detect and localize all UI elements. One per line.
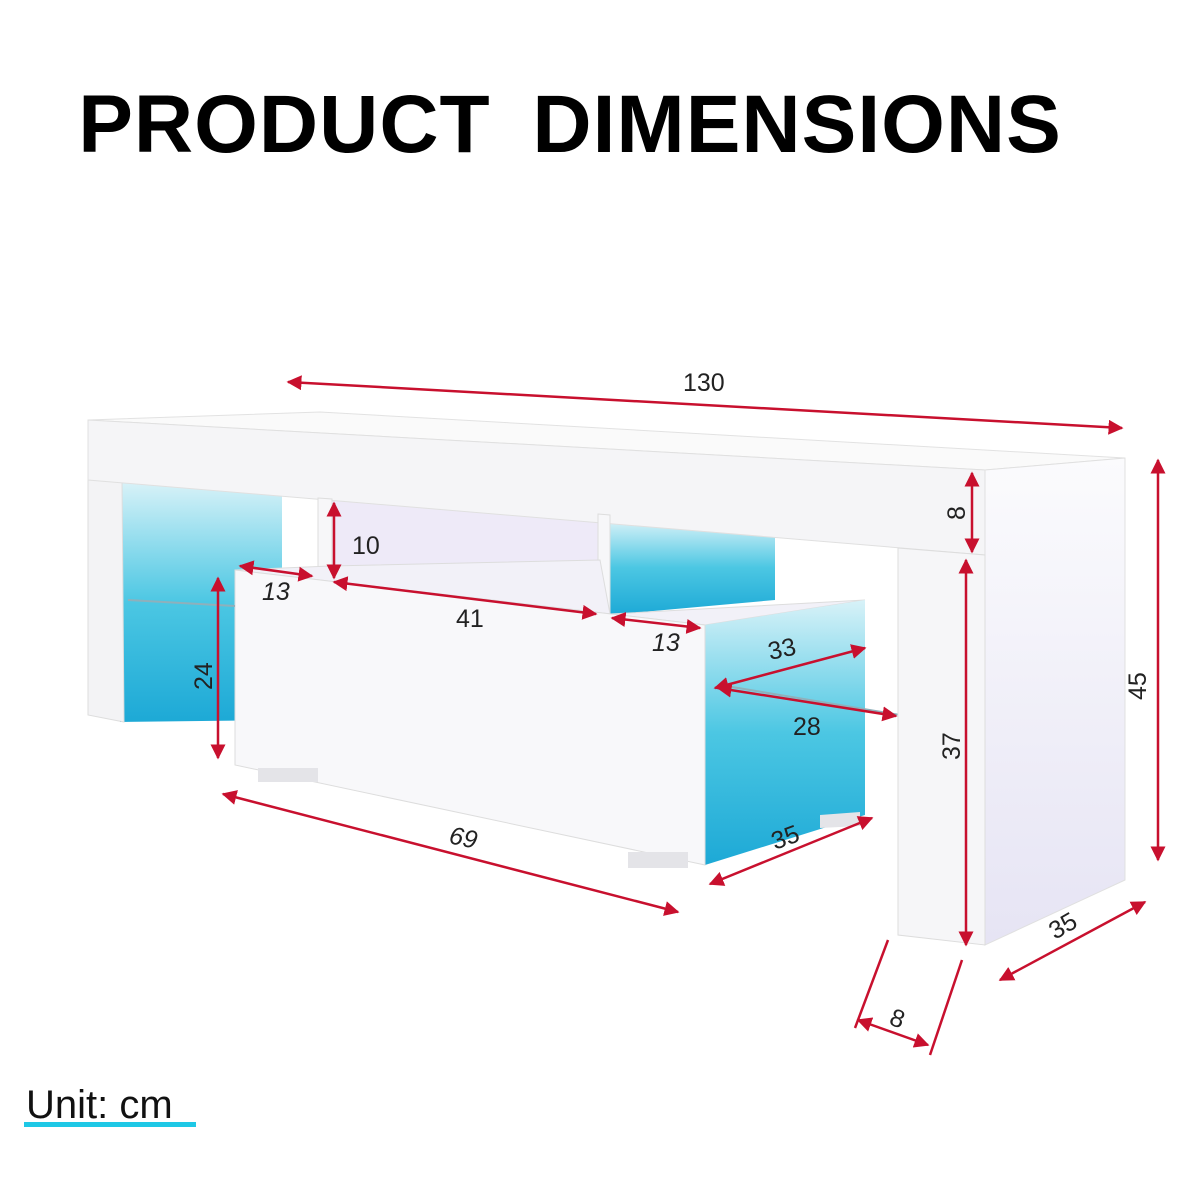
dimension-arrows — [210, 375, 1166, 1056]
label-lower-height: 24 — [190, 662, 218, 690]
dimension-labels: 130 8 45 10 13 41 13 33 28 24 69 35 37 8… — [190, 369, 1152, 1034]
label-middle-width: 41 — [456, 605, 484, 633]
arrow-shelf-depth — [713, 644, 867, 692]
leg-width-ext-right — [928, 959, 964, 1056]
cabinet-foot-left — [258, 768, 318, 782]
label-total-width: 130 — [683, 369, 725, 397]
label-leg-height: 37 — [938, 732, 966, 760]
arrow-total-depth — [998, 900, 1147, 982]
arrow-glass-width — [716, 682, 898, 722]
arrow-total-width — [286, 375, 1124, 435]
label-shelf-depth: 33 — [765, 633, 798, 666]
label-glass-width: 28 — [793, 713, 821, 741]
arrow-side-gap-right — [610, 612, 702, 634]
label-top-thickness: 8 — [943, 506, 971, 520]
arrow-cabinet-width — [221, 790, 680, 916]
right-led-panel — [608, 520, 775, 615]
label-shelf-height: 10 — [352, 532, 380, 560]
arrow-middle-width — [332, 576, 598, 620]
leg-width-ext-left — [853, 939, 890, 1029]
arrow-leg-width — [856, 1017, 930, 1048]
arrow-side-gap-left — [238, 560, 314, 582]
label-total-height: 45 — [1124, 672, 1152, 700]
cabinet-foot-right — [628, 852, 688, 868]
arrow-cabinet-depth — [708, 816, 874, 886]
center-shelf-back — [320, 500, 600, 575]
right-leg-side — [984, 457, 1126, 946]
left-leg — [87, 477, 125, 723]
unit-label: Unit: cm — [26, 1083, 173, 1127]
tv-stand-illustration — [87, 411, 1126, 946]
unit-underline — [24, 1122, 196, 1127]
label-cabinet-width: 69 — [447, 821, 480, 854]
label-side-gap-left: 13 — [262, 578, 290, 606]
label-leg-width: 8 — [886, 1003, 909, 1034]
page-title: PRODUCT DIMENSIONS — [78, 79, 1062, 170]
label-side-gap-right: 13 — [652, 629, 680, 657]
